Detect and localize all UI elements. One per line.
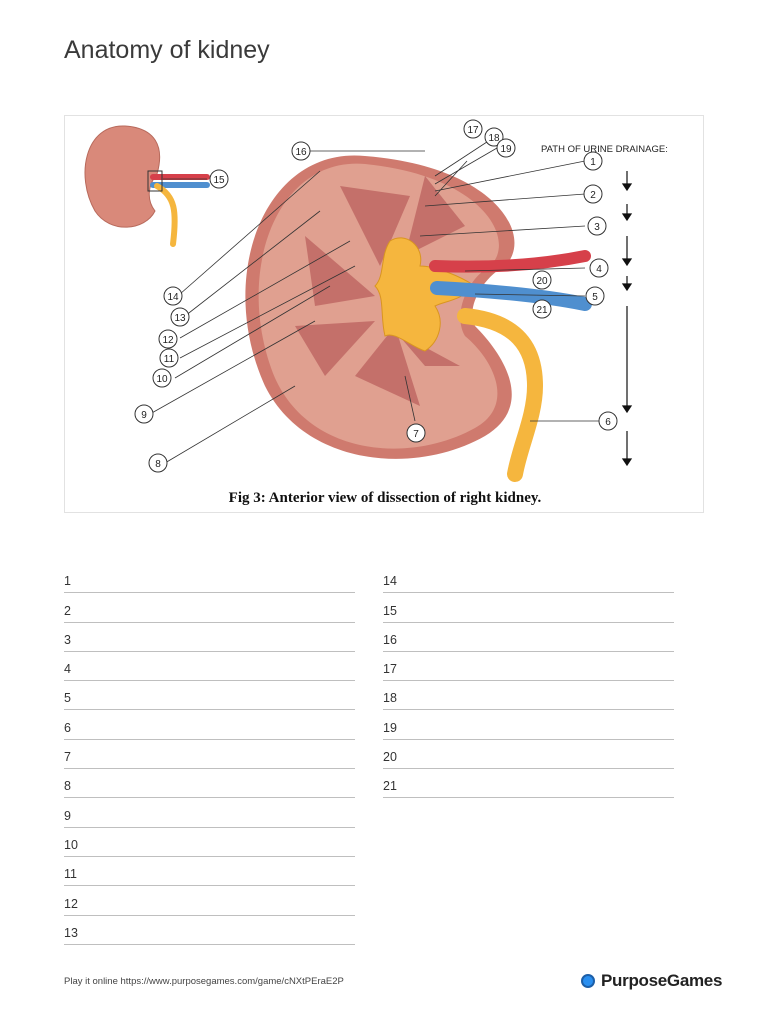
brand-dot-icon <box>581 974 595 988</box>
answer-number: 15 <box>383 603 397 618</box>
brand-name: PurposeGames <box>601 971 723 990</box>
marker-6: 6 <box>605 417 611 428</box>
answer-row[interactable]: 21 <box>383 769 674 799</box>
marker-numbers: 1 2 3 4 5 6 7 8 9 10 11 12 13 14 15 16 1… <box>141 125 611 470</box>
marker-21: 21 <box>536 305 548 316</box>
answer-number: 9 <box>64 808 71 823</box>
answer-column-right: 14 15 16 17 18 19 20 21 <box>383 564 674 799</box>
answer-number: 14 <box>383 574 397 589</box>
answer-number: 4 <box>64 662 71 677</box>
answer-row[interactable]: 14 <box>383 564 674 594</box>
marker-8: 8 <box>155 459 161 470</box>
kidney-figure: 1 2 3 4 5 6 7 8 9 10 11 12 13 14 15 16 1… <box>64 115 704 513</box>
answer-row[interactable]: 20 <box>383 740 674 770</box>
answer-number: 13 <box>64 925 78 940</box>
answer-number: 8 <box>64 779 71 794</box>
marker-14: 14 <box>167 292 179 303</box>
marker-2: 2 <box>590 190 596 201</box>
drainage-arrows <box>621 171 633 467</box>
answer-row[interactable]: 12 <box>64 886 355 916</box>
marker-3: 3 <box>594 222 600 233</box>
answer-row[interactable]: 18 <box>383 681 674 711</box>
marker-9: 9 <box>141 410 147 421</box>
marker-20: 20 <box>536 276 548 287</box>
answer-row[interactable]: 15 <box>383 593 674 623</box>
marker-19: 19 <box>500 144 512 155</box>
marker-18: 18 <box>488 133 500 144</box>
answer-number: 6 <box>64 720 71 735</box>
answer-number: 16 <box>383 632 397 647</box>
marker-5: 5 <box>592 292 598 303</box>
answer-row[interactable]: 7 <box>64 740 355 770</box>
answer-column-left: 1 2 3 4 5 6 7 8 9 10 11 12 13 <box>64 564 355 945</box>
answer-number: 2 <box>64 603 71 618</box>
answer-row[interactable]: 16 <box>383 623 674 652</box>
answer-row[interactable]: 17 <box>383 652 674 682</box>
figure-caption: Fig 3: Anterior view of dissection of ri… <box>229 490 542 506</box>
answer-number: 7 <box>64 750 71 765</box>
answer-row[interactable]: 5 <box>64 681 355 711</box>
answer-row[interactable]: 1 <box>64 564 355 594</box>
marker-13: 13 <box>174 313 186 324</box>
answer-number: 17 <box>383 662 397 677</box>
marker-11: 11 <box>164 354 175 365</box>
answer-row[interactable]: 9 <box>64 798 355 828</box>
marker-1: 1 <box>590 157 596 168</box>
answer-row[interactable]: 8 <box>64 769 355 799</box>
footer-play-online-text: Play it online https://www.purposegames.… <box>64 976 344 987</box>
path-title: PATH OF URINE DRAINAGE: <box>541 144 668 155</box>
small-kidney-thumbnail <box>84 125 210 247</box>
answer-number: 19 <box>383 720 397 735</box>
kidney-illustration: 1 2 3 4 5 6 7 8 9 10 11 12 13 14 15 16 1… <box>84 119 668 506</box>
answer-number: 18 <box>383 691 397 706</box>
answer-number: 3 <box>64 632 71 647</box>
answer-number: 5 <box>64 691 71 706</box>
main-kidney-drawing <box>245 155 592 482</box>
answer-row[interactable]: 2 <box>64 593 355 623</box>
marker-15: 15 <box>213 175 225 186</box>
answer-row[interactable]: 11 <box>64 857 355 887</box>
marker-circles <box>134 119 618 473</box>
answer-row[interactable]: 6 <box>64 710 355 740</box>
answer-row[interactable]: 19 <box>383 710 674 740</box>
marker-7: 7 <box>413 429 419 440</box>
marker-10: 10 <box>156 374 168 385</box>
marker-12: 12 <box>162 335 174 346</box>
purposegames-logo: PurposeGames <box>581 969 722 993</box>
answer-number: 21 <box>383 779 397 794</box>
answer-row[interactable]: 3 <box>64 623 355 652</box>
answer-number: 20 <box>383 750 397 765</box>
marker-16: 16 <box>295 147 307 158</box>
answer-number: 12 <box>64 896 78 911</box>
page-title: Anatomy of kidney <box>64 36 270 64</box>
answer-number: 1 <box>64 574 71 589</box>
leader-lines <box>149 137 600 464</box>
answer-row[interactable]: 4 <box>64 652 355 682</box>
answer-row[interactable]: 13 <box>64 916 355 945</box>
answer-number: 11 <box>64 867 77 882</box>
marker-4: 4 <box>596 264 602 275</box>
answer-number: 10 <box>64 837 78 852</box>
answer-row[interactable]: 10 <box>64 828 355 857</box>
marker-17: 17 <box>467 125 479 136</box>
